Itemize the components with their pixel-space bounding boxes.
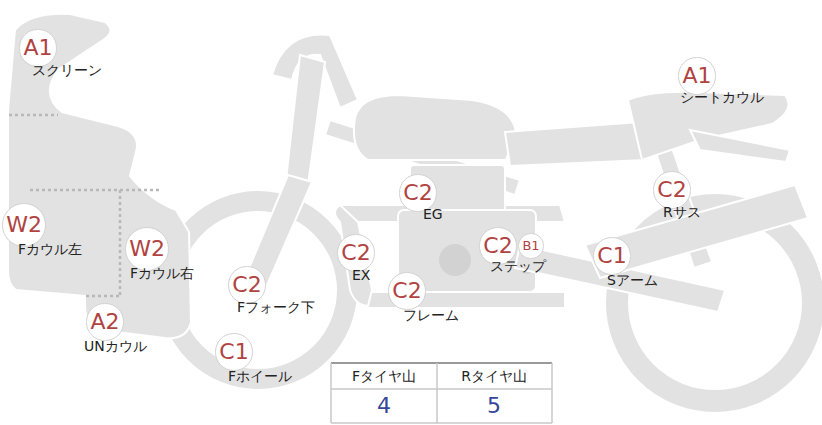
damage-code: C2	[232, 274, 261, 296]
seam-line	[86, 295, 120, 298]
part-name: ステップ	[490, 259, 546, 274]
damage-code-circle: C1	[215, 333, 252, 370]
part-name: フレーム	[403, 308, 459, 323]
part-name: UNカウル	[84, 339, 147, 354]
damage-code-circle: C2	[653, 171, 690, 208]
table-line	[551, 363, 553, 423]
damage-code-circle: A1	[678, 57, 715, 94]
part-name: Fカウル右	[130, 266, 194, 281]
damage-code-circle: W2	[125, 227, 169, 271]
damage-code: C2	[392, 280, 421, 302]
rear-fender	[690, 130, 790, 162]
damage-code-circle: C2	[337, 234, 374, 271]
part-name: シートカウル	[680, 90, 764, 105]
damage-code: A2	[90, 311, 119, 333]
damage-code: W2	[6, 214, 42, 236]
front-cowl	[8, 14, 191, 338]
table-value: 4	[377, 395, 391, 417]
damage-code: W2	[129, 238, 165, 260]
part-name: Sアーム	[607, 273, 658, 288]
table-line	[331, 362, 552, 364]
table-line	[331, 388, 552, 390]
table-line	[331, 422, 552, 424]
muffler	[585, 185, 808, 278]
part-name: Fカウル左	[18, 242, 82, 257]
damage-code: C2	[403, 182, 432, 204]
seam-line	[30, 189, 160, 192]
damage-code-circle: C2	[388, 272, 425, 309]
part-name: スクリーン	[32, 63, 102, 78]
damage-code: C2	[341, 242, 370, 264]
tire-table-grid	[331, 363, 552, 423]
damage-code: B1	[522, 239, 539, 252]
part-name: Fホイール	[228, 369, 292, 384]
bike-body	[8, 14, 822, 413]
damage-code: C1	[597, 245, 626, 267]
damage-code-circle: C1	[593, 237, 630, 274]
damage-code-circle: W2	[2, 203, 46, 247]
damage-code: C2	[483, 235, 512, 257]
seat	[505, 122, 646, 166]
damage-code: C2	[657, 179, 686, 201]
engine-cover	[439, 244, 471, 276]
seam-line	[119, 190, 122, 295]
part-name: EX	[352, 268, 370, 283]
damage-code-circle: B1	[518, 233, 543, 258]
part-name: EG	[423, 207, 443, 222]
damage-code-circle: C2	[228, 266, 265, 303]
seam-line	[9, 114, 58, 117]
damage-code: C1	[219, 341, 248, 363]
damage-code: A1	[23, 37, 52, 59]
damage-code-circle: A1	[19, 29, 56, 66]
part-name: Fフォーク下	[237, 300, 315, 315]
table-header: Rタイヤ山	[461, 369, 527, 383]
table-value: 5	[487, 395, 501, 417]
table-line	[436, 363, 438, 423]
fuel-tank	[354, 95, 516, 160]
fork-upper	[286, 55, 325, 185]
damage-code: A1	[682, 65, 711, 87]
damage-code-circle: A2	[86, 303, 123, 340]
swing-arm	[515, 245, 725, 312]
front-wheel-inner	[178, 210, 338, 370]
table-line	[330, 363, 332, 423]
part-name: Rサス	[663, 205, 701, 220]
table-header: Fタイヤ山	[352, 369, 416, 383]
